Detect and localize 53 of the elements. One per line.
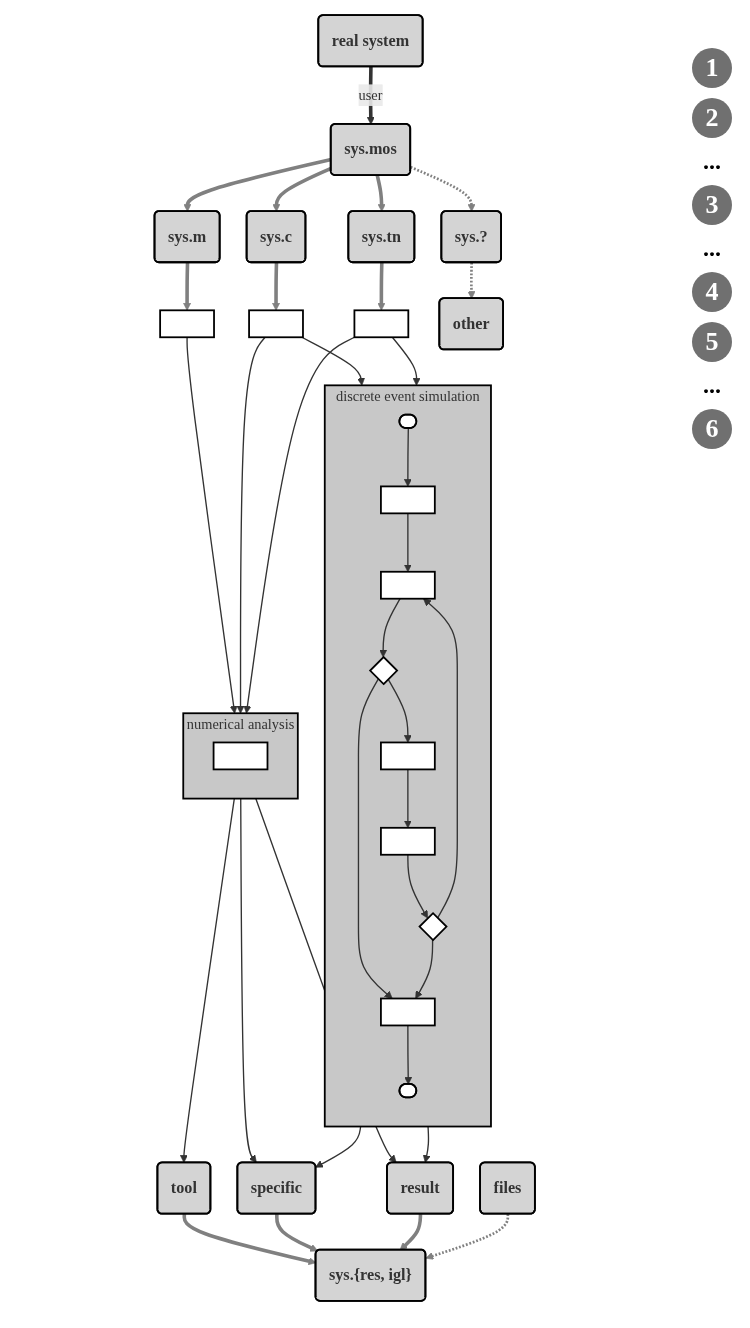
node-box (380, 741, 437, 771)
node-box (159, 309, 216, 339)
arrow (183, 262, 192, 311)
node-box (353, 309, 410, 339)
cluster: discrete event simulation (324, 384, 493, 1128)
arrow (243, 336, 356, 714)
ellipsis-label: ... (703, 372, 721, 399)
step-number: 6 (692, 409, 732, 449)
ellipsis-label: ... (703, 148, 721, 175)
arrow (404, 768, 413, 829)
node-box (213, 741, 269, 771)
arrow (240, 797, 258, 1163)
node-box (380, 570, 437, 600)
arrow (407, 854, 429, 919)
arrow (379, 598, 402, 658)
arrow (404, 512, 413, 573)
arrow (404, 1024, 413, 1085)
arrow (377, 262, 386, 311)
arrow (236, 336, 267, 714)
arrow (375, 175, 386, 212)
node-box (248, 309, 305, 339)
arrow (186, 336, 238, 714)
step-number: 3 (692, 185, 732, 225)
arrow (404, 427, 413, 487)
arrow (425, 1214, 510, 1260)
arrow (358, 678, 393, 999)
step-number: 2 (692, 98, 732, 138)
arrow (410, 165, 476, 212)
arrow (387, 678, 413, 743)
arrow (183, 157, 332, 212)
node-diamond (369, 655, 399, 686)
arrow (423, 1125, 431, 1163)
step-number: 5 (692, 322, 732, 362)
node-box (380, 485, 437, 515)
arrow (391, 336, 421, 386)
step-number: 1 (692, 48, 732, 88)
arrow (400, 1214, 423, 1251)
node-diamond (418, 911, 449, 942)
arrow (182, 1214, 317, 1266)
arrow (423, 598, 459, 919)
arrow (467, 262, 476, 299)
arrow (180, 797, 236, 1163)
ellipsis-label: ... (703, 235, 721, 262)
cluster: numerical analysis (182, 712, 300, 800)
arrow (415, 939, 434, 999)
step-number: 4 (692, 272, 732, 312)
node-box (380, 826, 437, 856)
edge-label: user (358, 87, 383, 103)
arrow (272, 262, 281, 311)
arrow (315, 1125, 362, 1168)
arrow (301, 336, 366, 386)
arrow (275, 1214, 319, 1252)
node-box (380, 997, 437, 1027)
